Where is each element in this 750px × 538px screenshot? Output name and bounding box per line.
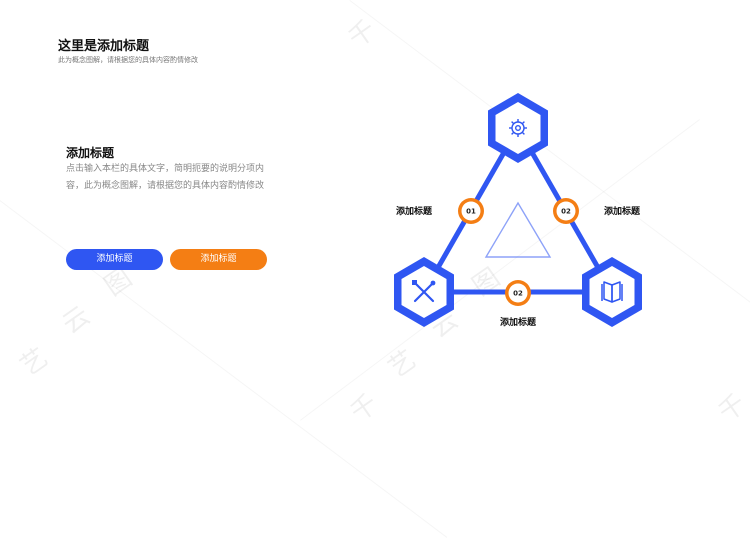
secondary-button[interactable]: 添加标题 (170, 249, 267, 270)
node-bottom-right (582, 257, 642, 327)
gear-icon (509, 119, 527, 137)
connector-label-right: 添加标题 (604, 205, 641, 217)
connector-01: 01 (458, 198, 484, 224)
inner-triangle (484, 201, 552, 258)
connector-02-right: 02 (553, 198, 579, 224)
connector-number: 01 (466, 208, 476, 216)
node-bottom-left (394, 257, 454, 327)
connector-number: 02 (561, 208, 571, 216)
connector-label-bottom: 添加标题 (500, 316, 537, 328)
node-top (488, 93, 548, 163)
primary-button[interactable]: 添加标题 (66, 249, 163, 270)
book-icon (601, 281, 623, 303)
connector-label-left: 添加标题 (396, 205, 433, 217)
section-title: 添加标题 (66, 146, 115, 160)
section-body: 点击输入本栏的具体文字，简明扼要的说明分项内容，此为概念图解，请根据您的具体内容… (66, 164, 265, 191)
page-title: 这里是添加标题 (58, 39, 150, 54)
connector-02-bottom: 02 (505, 280, 531, 306)
tools-icon (412, 280, 436, 303)
connector-number: 02 (513, 290, 523, 298)
page-subtitle: 此为概念图解，请根据您的具体内容酌情修改 (58, 56, 198, 64)
triangle-diagram: 01 02 02 添加标题 添加标题 添加标题 (394, 93, 642, 328)
